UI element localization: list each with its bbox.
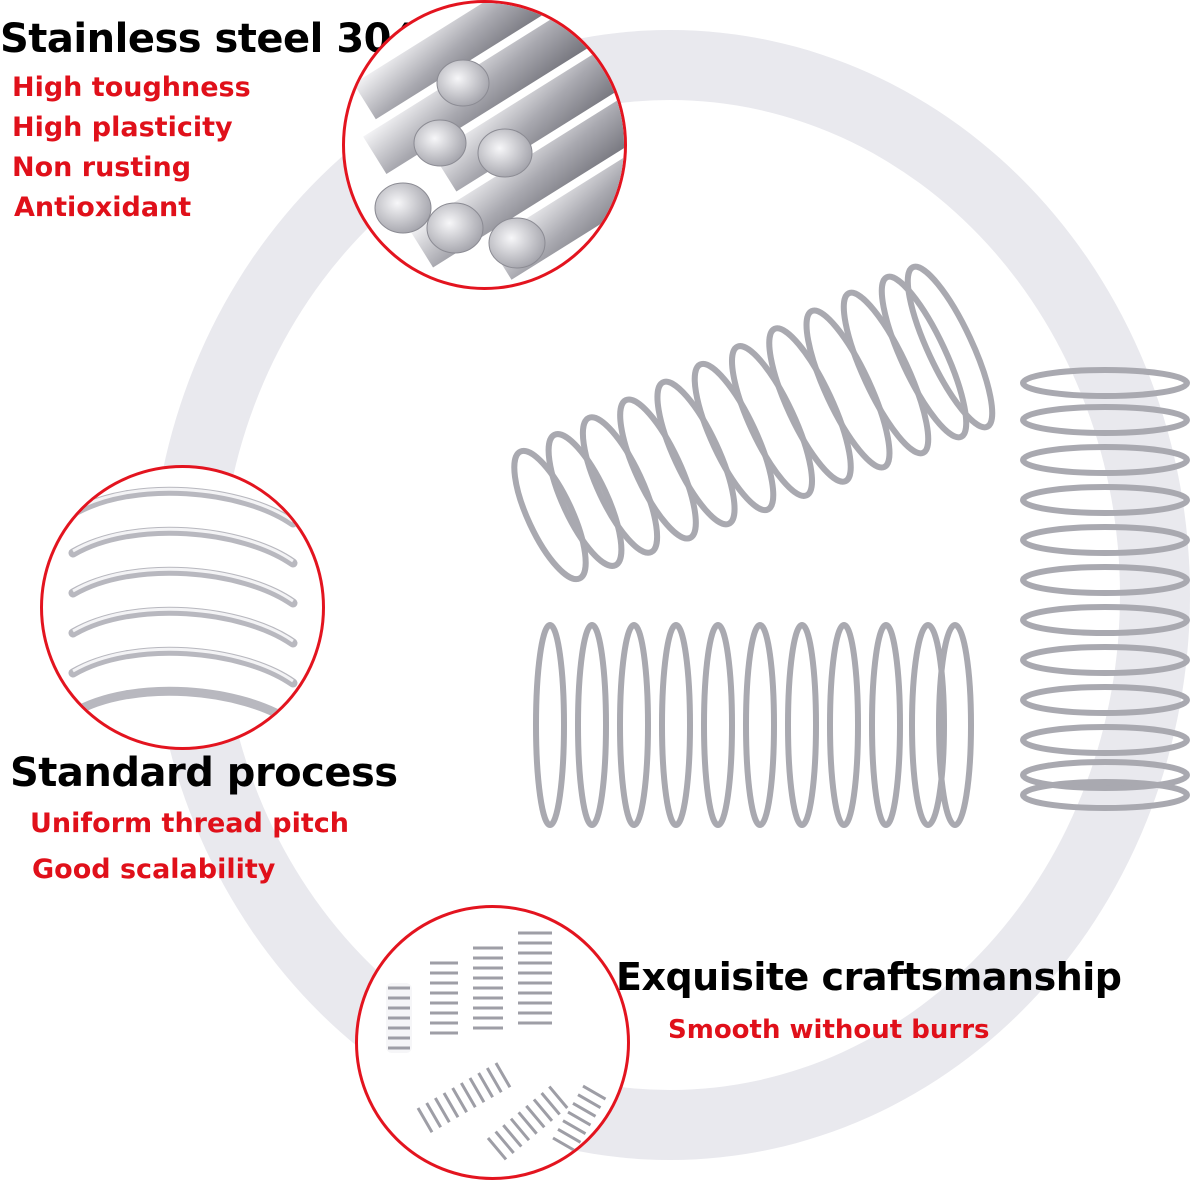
compression-springs-image <box>510 255 1200 835</box>
steel-rods-image <box>342 0 627 290</box>
feature-high-toughness: High toughness <box>12 72 251 103</box>
feature-non-rusting: Non rusting <box>12 152 192 183</box>
craftsmanship-heading: Exquisite craftsmanship <box>616 955 1122 999</box>
feature-good-scalability: Good scalability <box>32 854 276 885</box>
feature-antioxidant: Antioxidant <box>14 192 192 223</box>
feature-smooth-without-burrs: Smooth without burrs <box>668 1015 990 1045</box>
feature-uniform-thread-pitch: Uniform thread pitch <box>30 808 349 839</box>
spring-assortment-image <box>355 905 630 1180</box>
material-heading: Stainless steel 304 <box>0 16 419 62</box>
feature-high-plasticity: High plasticity <box>12 112 233 143</box>
process-heading: Standard process <box>10 750 398 796</box>
spring-coil-closeup-image <box>40 465 325 750</box>
